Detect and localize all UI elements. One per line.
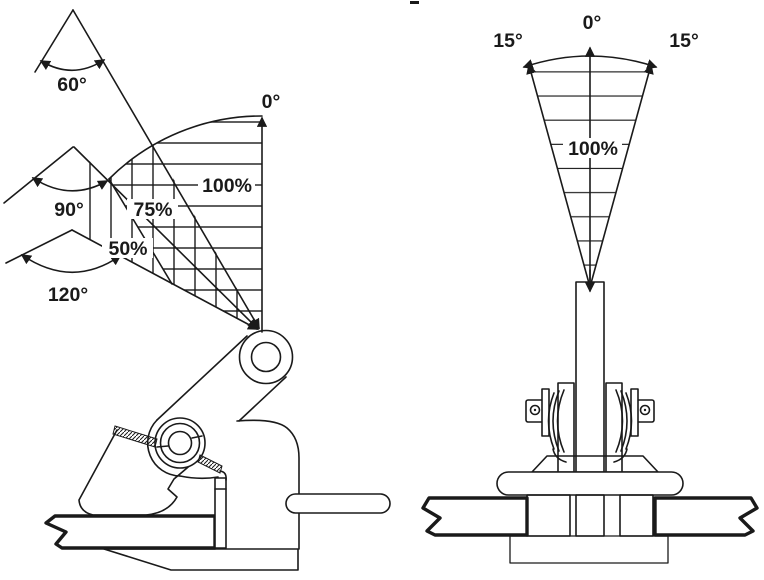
capacity-envelope-arc <box>108 115 263 180</box>
label-120deg: 120° <box>48 284 88 306</box>
spring-seat-left <box>552 448 567 463</box>
pivot-bolt-ticks <box>156 435 203 448</box>
label-100pct-side: 100% <box>202 175 252 197</box>
jaw-column-right <box>619 494 654 537</box>
label-50pct: 50% <box>108 238 147 260</box>
label-60deg: 60° <box>57 74 87 96</box>
cone-edge-left <box>526 63 591 288</box>
pivot-assembly-left <box>525 388 567 463</box>
bolt-center-left <box>533 408 537 412</box>
angle-120-left-leg <box>5 229 73 264</box>
steel-plate <box>44 514 217 550</box>
label-bg-100pct <box>198 175 255 195</box>
angle-120-arc <box>20 254 122 273</box>
front-view-figure: 100% 0° 15° 15° <box>421 12 759 564</box>
pivot-boss-ring <box>159 422 201 464</box>
label-15deg-left: 15° <box>493 30 523 52</box>
label-bg-50pct <box>102 238 153 258</box>
steel-plate-right <box>653 496 759 537</box>
top-edge-mark <box>410 1 419 4</box>
lifting-eye <box>238 329 294 385</box>
label-bg-100pct-front <box>563 138 622 158</box>
clamp-body-front <box>531 455 659 473</box>
spring-band-left <box>112 425 158 448</box>
fixed-jaw <box>214 477 227 549</box>
cone-edge-right <box>589 63 654 288</box>
angle-60-left-leg <box>34 9 74 73</box>
bolt-left <box>529 404 541 416</box>
jaw-column-center <box>575 494 605 537</box>
shackle-arm-upper-edge <box>156 335 248 421</box>
washer-plate-right <box>630 388 639 437</box>
spring-band-right <box>197 454 223 474</box>
spring-stack-right <box>615 389 633 453</box>
pivot-bolt-hole <box>167 430 193 456</box>
cam-jaw <box>78 429 196 516</box>
jaw-column-left <box>526 494 571 537</box>
base-plate-front <box>509 535 669 564</box>
label-100pct-front: 100% <box>568 138 618 160</box>
label-bg-75pct <box>127 199 178 219</box>
tilt-angle-arc <box>522 55 658 70</box>
side-view-figure: 0° 60° 90° 120° 100% 75% 50% <box>3 9 391 571</box>
label-90deg: 90° <box>54 199 84 221</box>
spring-seat-right <box>613 448 628 463</box>
pivot-assembly-right <box>613 388 655 463</box>
clamp-base <box>103 548 299 571</box>
handle-bar <box>285 493 391 514</box>
label-0deg-front: 0° <box>583 12 602 34</box>
shackle-arm-lower-edge <box>238 376 287 422</box>
steel-plate-left <box>421 496 529 537</box>
label-15deg-right: 15° <box>669 30 699 52</box>
lifting-eye-hole <box>250 341 282 373</box>
bolt-right <box>639 404 651 416</box>
angle-90-arc <box>31 177 109 192</box>
lifting-link-front <box>575 281 605 474</box>
spring-stack-left <box>547 389 565 453</box>
label-75pct: 75% <box>133 199 172 221</box>
bolt-center-right <box>643 408 647 412</box>
handle-bar-front <box>496 471 684 496</box>
washer-plate-left <box>541 388 550 437</box>
clamp-front-view <box>421 382 759 564</box>
capacity-fan <box>71 9 268 333</box>
arm-underside <box>179 475 219 480</box>
capacity-envelope-chord <box>108 178 173 285</box>
shackle-arm-wrap <box>146 419 181 477</box>
angle-60-arc <box>39 59 106 71</box>
clamp-body <box>236 419 300 550</box>
sling-angle-indicators <box>3 9 122 273</box>
tilt-cone: 100% 0° 15° 15° <box>493 12 699 293</box>
clamp-side-view <box>44 329 391 571</box>
angle-90-left-leg <box>3 146 74 204</box>
label-0deg-side: 0° <box>262 91 281 113</box>
fixed-jaw-hook <box>219 470 227 481</box>
